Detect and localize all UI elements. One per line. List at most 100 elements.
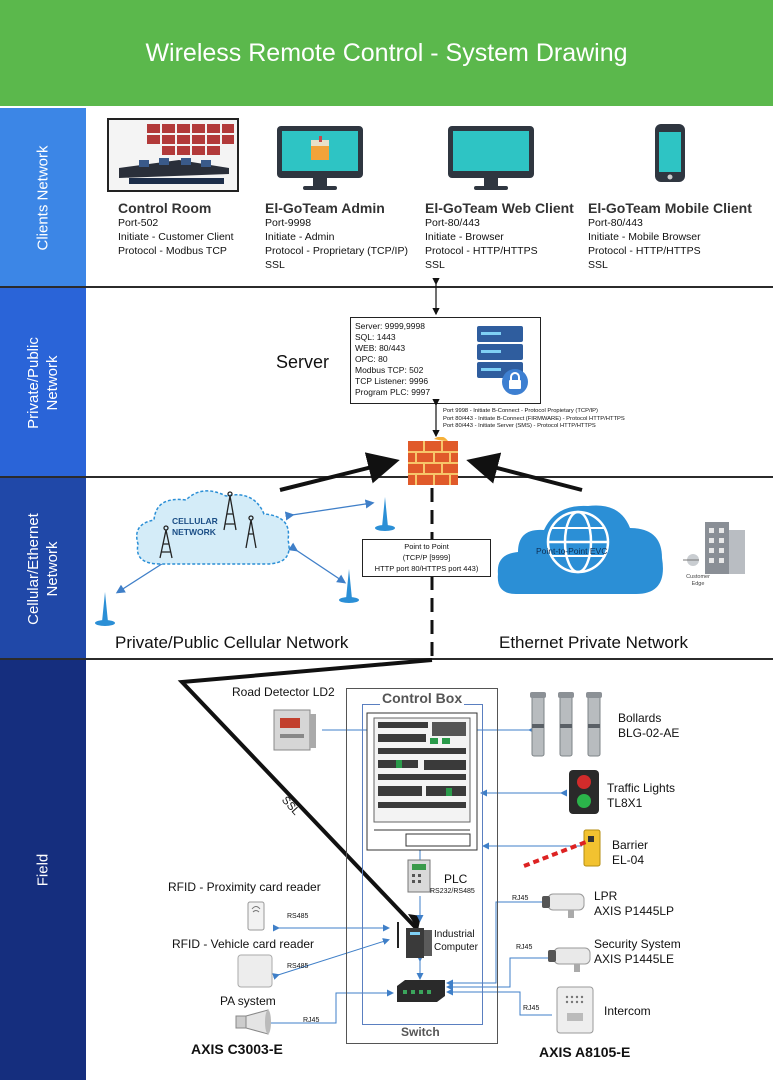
- axis-a8105-label: AXIS A8105-E: [539, 1044, 631, 1060]
- server-port: WEB: 80/443: [355, 343, 406, 353]
- control-box-label: Control Box: [380, 690, 465, 706]
- server-port: Server: 9999,9998: [355, 321, 425, 331]
- mobile-phone-icon: [653, 122, 687, 189]
- firewall-notes: Port 9998 - Initiate B-Connect - Protoco…: [443, 408, 625, 431]
- band-private-public-network: Private/Public Network: [0, 288, 86, 478]
- client-mobile: El-GoTeam Mobile Client Port-80/443 Init…: [588, 200, 768, 272]
- lpr-label: LPR AXIS P1445LP: [594, 889, 674, 919]
- firewall-icon: [408, 437, 458, 485]
- client-detail: Port-9998: [265, 217, 312, 229]
- client-control-room: Control Room Port-502 Initiate - Custome…: [118, 200, 268, 258]
- traffic-lights-name: Traffic Lights: [607, 781, 676, 795]
- industrial-computer-label: Industrial Computer: [434, 929, 478, 953]
- client-detail: Protocol - Proprietary (TCP/IP): [265, 245, 408, 257]
- p2p-line: Point to Point: [404, 542, 449, 551]
- server-icon: [477, 326, 528, 395]
- security-system-label: Security System AXIS P1445LE: [594, 937, 681, 967]
- security-camera-image: [548, 947, 591, 972]
- rfid-vehicle-image: [237, 954, 273, 988]
- client-detail: Port-80/443: [588, 217, 643, 229]
- cellular-cloud-label: CELLULAR NETWORK: [172, 516, 218, 537]
- control-room-image: [107, 118, 239, 192]
- rj45-label: RJ45: [512, 895, 529, 902]
- ethernet-network-caption: Ethernet Private Network: [499, 633, 688, 652]
- client-detail: Port-80/443: [425, 217, 480, 229]
- server-port: SQL: 1443: [355, 332, 396, 342]
- barrier-model: EL-04: [612, 853, 645, 867]
- client-detail: Protocol - HTTP/HTTPS: [588, 245, 701, 257]
- server-port: Program PLC: 9997: [355, 387, 431, 397]
- evc-cloud: Point-to-Point EVC: [496, 498, 671, 607]
- lpr-model: AXIS P1445LP: [594, 904, 675, 918]
- client-detail: Initiate - Mobile Browser: [588, 231, 701, 243]
- security-name: Security System: [594, 937, 681, 951]
- plc-label: PLC: [444, 872, 468, 886]
- control-box: [346, 688, 498, 1044]
- bollards-label: Bollards BLG-02-AE: [618, 711, 679, 741]
- server-port: TCP Listener: 9996: [355, 376, 429, 386]
- client-name: El-GoTeam Mobile Client: [588, 200, 752, 216]
- rj45-label: RJ45: [303, 1017, 320, 1024]
- road-detector-image: [273, 709, 316, 751]
- client-detail: Initiate - Customer Client: [118, 231, 234, 243]
- client-web: El-GoTeam Web Client Port-80/443 Initiat…: [425, 200, 590, 272]
- client-detail: Port-502: [118, 217, 159, 229]
- client-detail: Initiate - Browser: [425, 231, 504, 243]
- admin-monitor-icon: [275, 124, 365, 197]
- server-ports: Server: 9999,9998 SQL: 1443 WEB: 80/443 …: [355, 321, 430, 398]
- band-field: Field: [0, 660, 86, 1080]
- server-label: Server: [276, 352, 330, 372]
- client-name: El-GoTeam Web Client: [425, 200, 574, 216]
- client-admin: El-GoTeam Admin Port-9998 Initiate - Adm…: [265, 200, 425, 272]
- cellular-cloud: CELLULAR NETWORK: [130, 486, 296, 577]
- antenna-icon: [95, 592, 115, 626]
- bollards-image: [530, 692, 602, 757]
- cellular-network-caption: Private/Public Cellular Network: [115, 633, 349, 652]
- lpr-name: LPR: [594, 889, 618, 903]
- barrier-name: Barrier: [612, 838, 649, 852]
- page-title: Wireless Remote Control - System Drawing: [0, 0, 773, 106]
- p2p-line: HTTP port 80/HTTPS port 443): [374, 564, 479, 573]
- rfid-proximity-image: [247, 901, 265, 931]
- client-detail: Protocol - HTTP/HTTPS: [425, 245, 538, 257]
- antenna-icon: [375, 497, 395, 531]
- barrier-label: Barrier EL-04: [612, 838, 648, 868]
- divider: [0, 286, 773, 288]
- client-detail: Initiate - Admin: [265, 231, 335, 243]
- customer-edge-label: Customer Edge: [686, 574, 710, 587]
- security-model: AXIS P1445LE: [594, 952, 675, 966]
- rj45-label: RJ45: [516, 944, 533, 951]
- divider: [0, 658, 773, 660]
- client-detail: Protocol - Modbus TCP: [118, 245, 227, 257]
- client-name: Control Room: [118, 200, 212, 216]
- plc-sublabel: RS232/RS485: [430, 888, 475, 895]
- antenna-icon: [339, 569, 359, 603]
- p2p-line: (TCP/P [9999]: [402, 553, 451, 562]
- industrial-computer-image: [397, 922, 432, 958]
- switch-image: [397, 980, 445, 1002]
- server-port: Modbus TCP: 502: [355, 365, 424, 375]
- server-box: Server: 9999,9998 SQL: 1443 WEB: 80/443 …: [350, 317, 541, 404]
- pa-system-label: PA system: [220, 994, 276, 1008]
- firewall-note: Port 80/443 - Initiate Server (SMS) - Pr…: [443, 423, 596, 429]
- switch-label: Switch: [401, 1025, 440, 1039]
- lpr-camera-image: [542, 893, 585, 918]
- rs485-label: RS485: [287, 913, 309, 920]
- barrier-image: [523, 829, 601, 868]
- plc-image: [407, 859, 431, 893]
- evc-label: Point-to-Point EVC: [536, 546, 608, 556]
- intercom-label: Intercom: [604, 1004, 651, 1018]
- client-detail: SSL: [425, 259, 445, 271]
- speaker-icon: [235, 1009, 271, 1035]
- band-cellular-ethernet-network: Cellular/Ethernet Network: [0, 478, 86, 660]
- traffic-lights-label: Traffic Lights TL8X1: [607, 781, 675, 811]
- cabinet-panel-image: [366, 712, 478, 851]
- traffic-lights-model: TL8X1: [607, 796, 643, 810]
- intercom-image: [556, 986, 594, 1034]
- road-detector-label: Road Detector LD2: [232, 685, 335, 699]
- point-to-point-box: Point to Point (TCP/P [9999] HTTP port 8…: [362, 539, 491, 577]
- server-port: OPC: 80: [355, 354, 388, 364]
- band-clients-network: Clients Network: [0, 108, 86, 288]
- bollards-name: Bollards: [618, 711, 662, 725]
